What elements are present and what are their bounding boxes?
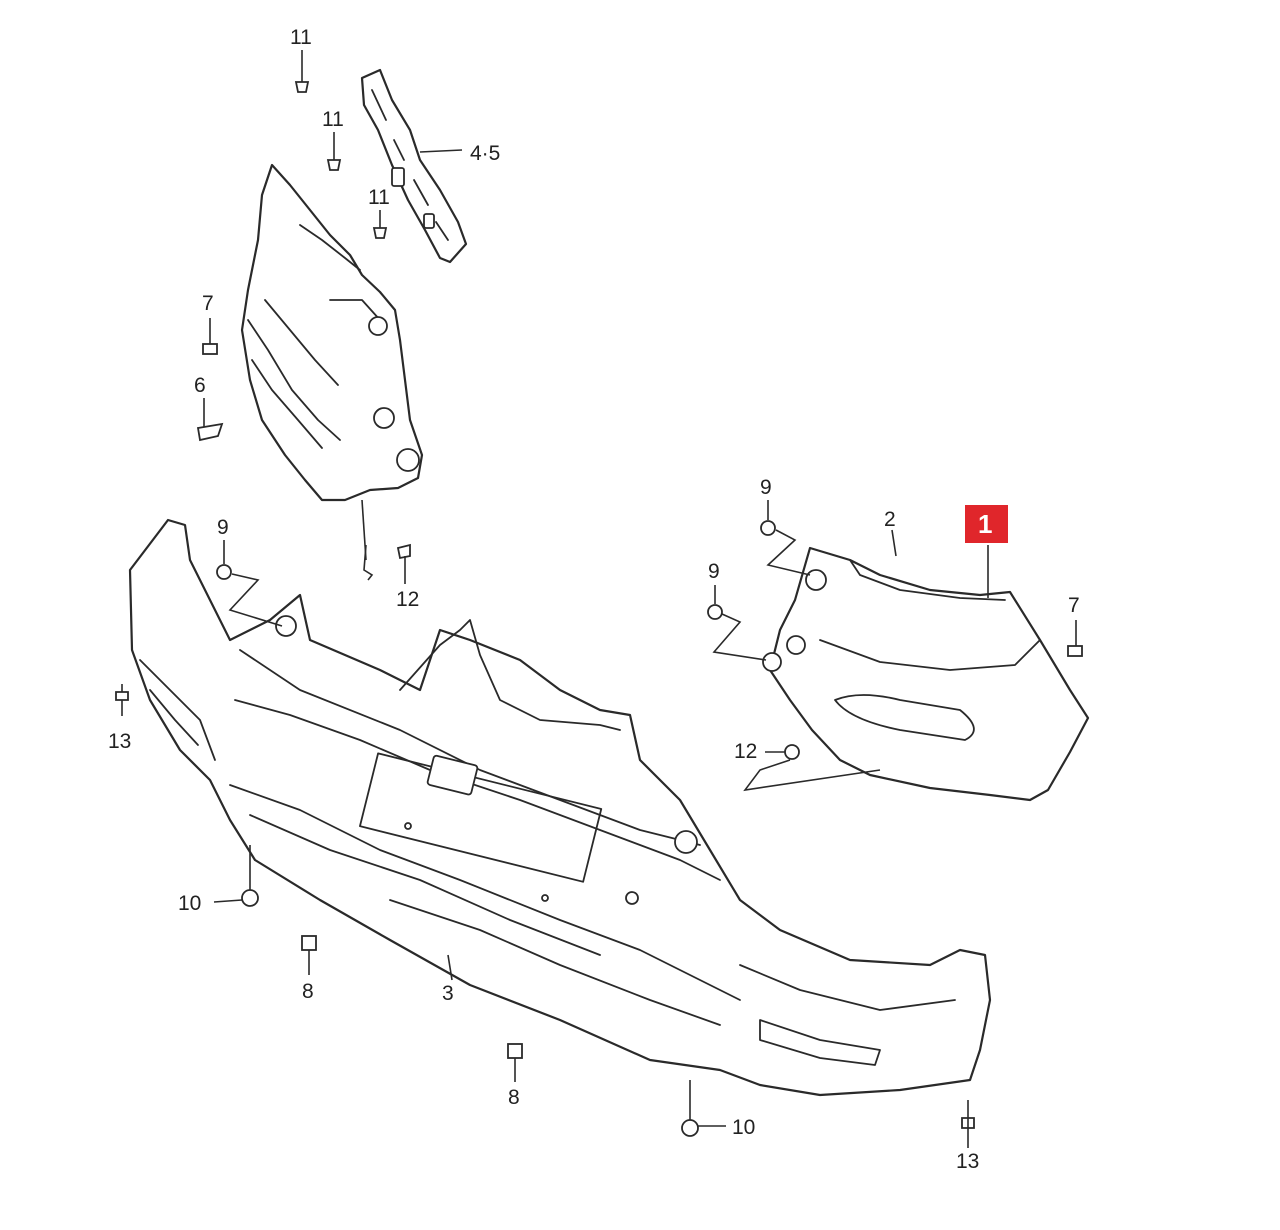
callout-9-right-lower: 9: [708, 560, 720, 583]
callout-2: 2: [884, 508, 896, 531]
callout-4-5: 4·5: [470, 142, 500, 165]
callout-6: 6: [194, 374, 206, 397]
fasteners: [115, 50, 1083, 1148]
corner-cover-right: [762, 529, 1090, 802]
callout-11-a: 11: [290, 26, 312, 49]
callout-10-right: 10: [732, 1116, 755, 1139]
callout-12-left: 12: [396, 588, 419, 611]
highlight-marker: [965, 505, 1008, 543]
bracket-part-4-5: [360, 68, 468, 264]
callout-9-right-top: 9: [760, 476, 772, 499]
callout-3: 3: [442, 982, 454, 1005]
callout-13-right: 13: [956, 1150, 979, 1173]
callout-13-left: 13: [108, 730, 131, 753]
callout-1: 1: [978, 509, 992, 539]
side-bracket-left: [240, 163, 424, 561]
callout-7-left: 7: [202, 292, 214, 315]
callout-9-left: 9: [217, 516, 229, 539]
callout-8-left: 8: [302, 980, 314, 1003]
callout-12-right: 12: [734, 740, 757, 763]
callout-labels: 11 11 11 4·5 7 6 9 12 13 10 8 3 8 10 13 …: [108, 26, 1080, 1173]
callout-8-right: 8: [508, 1086, 520, 1109]
callout-10-left: 10: [178, 892, 201, 915]
callout-11-c: 11: [368, 186, 390, 209]
main-bumper-part-3: [128, 518, 992, 1097]
highlight-callout-1: 1: [965, 505, 1008, 543]
callout-7-right: 7: [1068, 594, 1080, 617]
callout-11-b: 11: [322, 108, 344, 131]
